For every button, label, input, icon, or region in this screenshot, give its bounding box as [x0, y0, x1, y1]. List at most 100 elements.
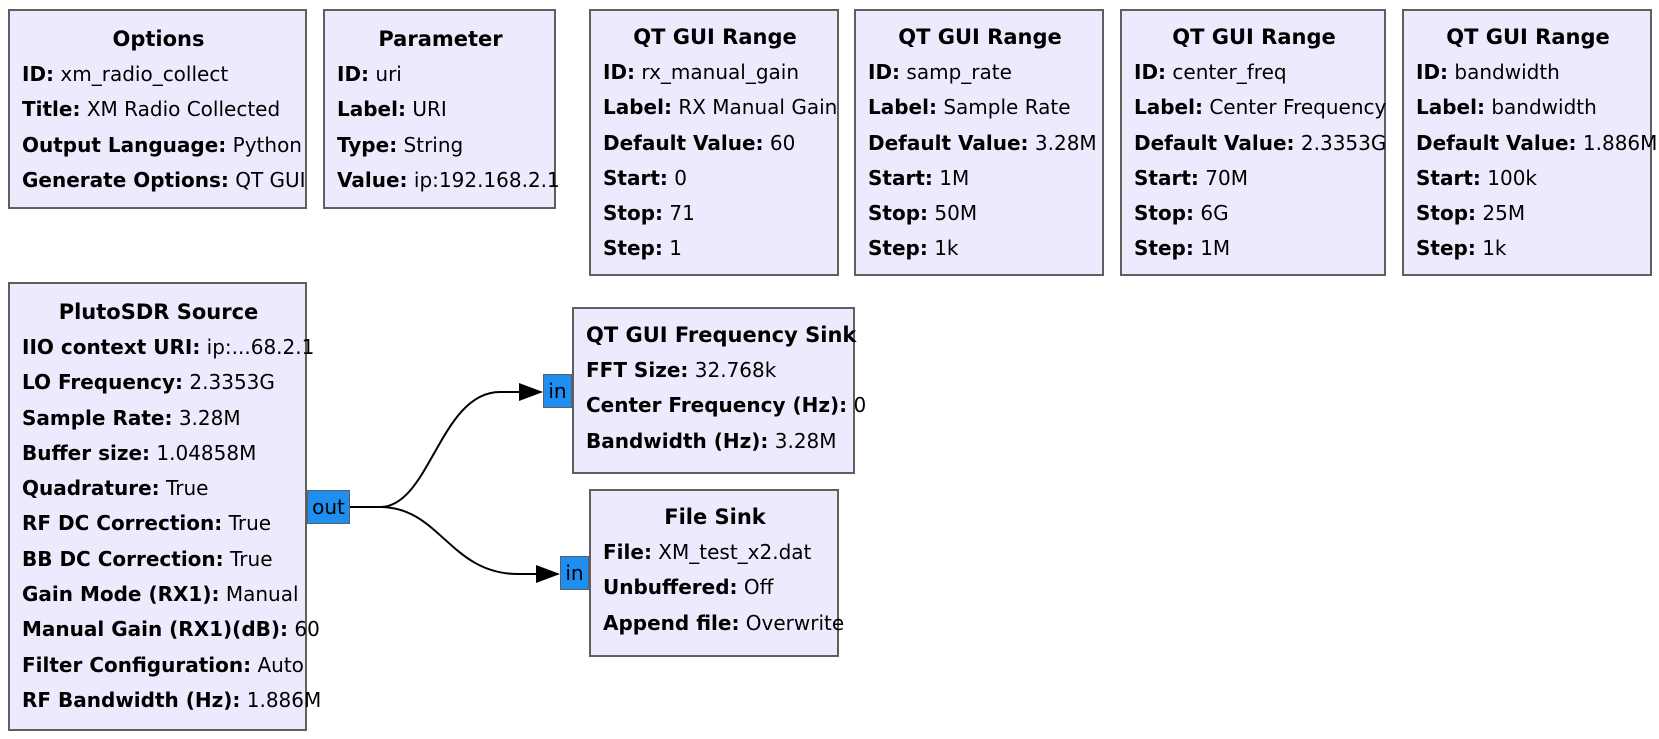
param-row: Filter Configuration: Auto — [22, 648, 304, 683]
param-value: 100k — [1480, 165, 1538, 190]
param-row: Type: String — [337, 128, 544, 163]
param-value: Manual — [219, 582, 299, 607]
block-title: QT GUI Range — [1446, 25, 1610, 49]
param-value: 60 — [288, 617, 320, 642]
param-key: IIO context URI: — [22, 335, 201, 359]
param-value: XM Radio Collected — [80, 97, 281, 122]
param-key: Step: — [1134, 236, 1194, 261]
param-row: Start: 100k — [1416, 161, 1640, 196]
param-row: Label: URI — [337, 92, 544, 127]
param-key: ID: — [1134, 60, 1167, 84]
param-row: Label: RX Manual Gain — [603, 90, 837, 125]
param-row: RF Bandwidth (Hz): 1.886M — [22, 683, 321, 718]
param-key: Default Value: — [1416, 130, 1577, 155]
param-row: Title: XM Radio Collected — [22, 92, 295, 127]
param-key: Label: — [868, 95, 937, 120]
param-key: Default Value: — [1134, 130, 1295, 155]
param-row: Center Frequency (Hz): 0 — [586, 388, 866, 423]
param-value: 0 — [847, 393, 867, 418]
param-value: True — [222, 511, 272, 536]
param-value: Center Frequency — [1202, 95, 1387, 120]
wire-pluto-to-file-sink[interactable] — [350, 506, 558, 575]
param-value: xm_radio_collect — [54, 62, 229, 86]
param-value: 2.3353G — [1294, 130, 1387, 155]
param-key: ID: — [337, 62, 370, 86]
param-key: Sample Rate: — [22, 405, 173, 430]
param-row: Step: 1 — [603, 231, 827, 266]
param-row: Start: 70M — [1134, 161, 1374, 196]
param-key: Gain Mode (RX1): — [22, 582, 220, 607]
param-row: ID: uri — [337, 57, 544, 92]
param-value: RX Manual Gain — [671, 95, 838, 120]
param-value: 1M — [932, 165, 970, 190]
param-key: Start: — [1416, 165, 1481, 190]
param-key: Label: — [603, 95, 672, 120]
param-key: Append file: — [603, 610, 740, 635]
param-row: Stop: 50M — [868, 196, 1092, 231]
param-value: Off — [737, 575, 774, 600]
param-row: Stop: 25M — [1416, 196, 1640, 231]
param-key: Start: — [603, 165, 668, 190]
param-key: Default Value: — [868, 130, 1029, 155]
param-value: rx_manual_gain — [635, 60, 800, 84]
param-value: 1.886M — [240, 687, 322, 712]
param-value: URI — [405, 97, 447, 122]
param-row: Default Value: 2.3353G — [1134, 126, 1386, 161]
param-value: 32.768k — [688, 358, 777, 382]
param-value: Python — [226, 132, 302, 157]
wire-arrowhead — [536, 565, 560, 583]
param-value: samp_rate — [900, 60, 1012, 84]
block-title: QT GUI Range — [1172, 25, 1336, 49]
param-key: Label: — [1134, 95, 1203, 120]
wire-pluto-to-freq-sink[interactable] — [350, 391, 541, 508]
param-key: ID: — [22, 62, 55, 86]
param-value: 3.28M — [172, 405, 241, 430]
param-row: ID: bandwidth — [1416, 55, 1640, 90]
plutosdr-source-block[interactable]: PlutoSDR Source IIO context URI: ip:...6… — [8, 282, 321, 731]
param-row: Default Value: 60 — [603, 126, 827, 161]
param-row: ID: xm_radio_collect — [22, 57, 295, 92]
param-value: String — [397, 132, 464, 157]
param-key: Bandwidth (Hz): — [586, 428, 769, 453]
param-value: 70M — [1198, 165, 1248, 190]
param-row: Step: 1k — [1416, 231, 1640, 266]
param-row: RF DC Correction: True — [22, 506, 295, 541]
param-value: 1.04858M — [150, 440, 257, 465]
param-key: Default Value: — [603, 130, 764, 155]
param-row: Manual Gain (RX1)(dB): 60 — [22, 612, 320, 647]
param-value: Sample Rate — [936, 95, 1071, 120]
param-row: IIO context URI: ip:...68.2.1 — [22, 330, 314, 365]
file-sink-in-port[interactable]: in — [560, 556, 589, 590]
param-value: 2.3353G — [183, 370, 275, 395]
param-key: Title: — [22, 97, 81, 122]
param-value: center_freq — [1166, 60, 1287, 84]
param-row: Sample Rate: 3.28M — [22, 401, 295, 436]
param-value: 60 — [763, 130, 796, 155]
param-key: Label: — [337, 97, 406, 122]
param-value: 3.28M — [1028, 130, 1097, 155]
frequency-sink-in-port[interactable]: in — [543, 374, 572, 408]
param-value: 1k — [927, 236, 959, 261]
param-key: Stop: — [868, 201, 929, 226]
param-value: 3.28M — [768, 428, 837, 453]
param-value: 71 — [663, 201, 695, 226]
wire-arrowhead — [519, 383, 543, 401]
param-row: Generate Options: QT GUI — [22, 163, 306, 198]
plutosdr-out-port[interactable]: out — [307, 490, 350, 524]
param-row: Start: 1M — [868, 161, 1092, 196]
param-row: Default Value: 3.28M — [868, 126, 1097, 161]
block-title: Parameter — [378, 27, 503, 51]
param-row: Default Value: 1.886M — [1416, 126, 1657, 161]
param-value: bandwidth — [1448, 60, 1560, 84]
